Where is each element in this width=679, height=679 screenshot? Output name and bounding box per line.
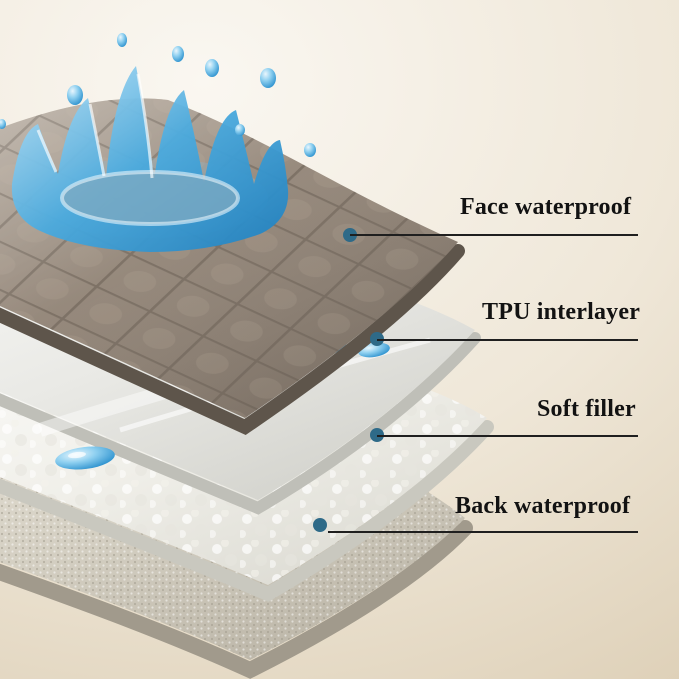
water-droplets — [0, 33, 316, 157]
water-splash — [0, 33, 316, 252]
